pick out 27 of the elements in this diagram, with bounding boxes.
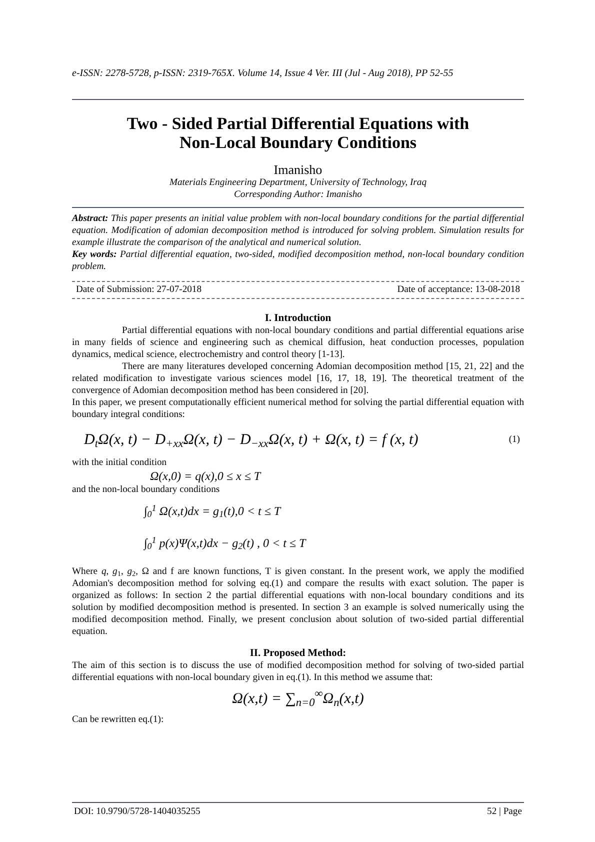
journal-issue-info: e-ISSN: 2278-5728, p-ISSN: 2319-765X. Volume 14, Issue 4 Ver. III (Jul - Aug 2018), PP 52-55: [72, 68, 454, 80]
section-heading: I. Introduction: [264, 313, 332, 325]
equation: ∫$_{0}$$^{1}$ Ω(x,t)dx = g$_{1}$(t),0 < t ≤ T: [144, 502, 282, 520]
equation-number: (1): [508, 432, 520, 447]
paragraph: Can be rewritten eq.(1):: [72, 714, 165, 726]
equation: D$_{t}$Ω(x, t) − D$_{+xx}$Ω(x, t) − D$_{−xx}$Ω(x, t) + Ω(x, t) = f (x, t): [84, 431, 420, 449]
paragraph: Where q, g$_{1}$, g$_{2}$, Ω and f are known functions, T is given constant. In the present work, we apply the modified Adomian's decomposition method for solving eq.(1) and compare the results with exact solution. The paper is organized as follows: In section 2 the partial differential equations with non-local boundary conditions and its solution by modified decomposition method is presented. In section 3 an example is solved numerically using the modified decomposition method. Finally, we present conclusion about solution of two-sided partial differential equation.: [72, 566, 524, 638]
submission-date: Date of Submission: 27-07-2018: [76, 284, 202, 296]
author-name: Imanisho: [272, 162, 324, 177]
page-number: 52 | Page: [487, 806, 522, 818]
abstract-paragraph: Abstract: This paper presents an initial value problem with non-local boundary conditions for the partial differential equation. Modification of adomian decomposition method is introduced for solving problem. Simulation results for example illustrate the comparison of the analytical and numerical solution.: [72, 213, 524, 249]
equation: Ω(x,t) = ∑$_{n=0}$$^{∞}$Ω$_{n}$(x,t): [231, 688, 365, 710]
author-affiliation: Materials Engineering Department, University of Technology, Iraq: [168, 177, 428, 189]
paragraph: The aim of this section is to discuss the use of modified decomposition method for solving of two-sided partial differential equations with non-local boundary given in eq.(1). In this method we assume that:: [72, 660, 524, 684]
paragraph: Partial differential equations with non-local boundary conditions and partial differential equations arise in many fields of science and engineering such as chemical diffusion, heat conduction processes, population dynamics, medical science, electrochemistry and control theory [1-13].: [72, 325, 524, 361]
equation: Ω(x,0) = q(x),0 ≤ x ≤ T: [150, 469, 262, 484]
paragraph: In this paper, we present computationally efficient numerical method for solving the partial differential equation with boundary integral conditions:: [72, 397, 524, 421]
keywords-paragraph: Key words: Partial differential equation, two-sided, modified decomposition method, non-local boundary condition problem.: [72, 249, 524, 273]
paragraph: There are many literatures developed concerning Adomian decomposition method [15, 21, 22] and the related modification to investigate various sciences model [16, 17, 18, 19]. The theoretical treatment of the convergence of Adomian decomposition method has been considered in [20].: [72, 361, 524, 397]
doi-text: DOI: 10.9790/5728-1404035255: [74, 806, 200, 818]
paragraph: with the initial condition: [72, 457, 168, 469]
equation: ∫$_{0}$$^{1}$ p(x)Ψ(x,t)dx − g$_{2}$(t) , 0 < t ≤ T: [144, 534, 308, 552]
corresponding-author: Corresponding Author: Imanisho: [233, 189, 363, 201]
paragraph: and the non-local boundary conditions: [72, 484, 221, 496]
acceptance-date: Date of acceptance: 13-08-2018: [397, 284, 520, 296]
paper-title: Two - Sided Partial Differential Equations with Non-Local Boundary Conditions: [126, 114, 470, 152]
section-heading: II. Proposed Method:: [248, 648, 348, 660]
